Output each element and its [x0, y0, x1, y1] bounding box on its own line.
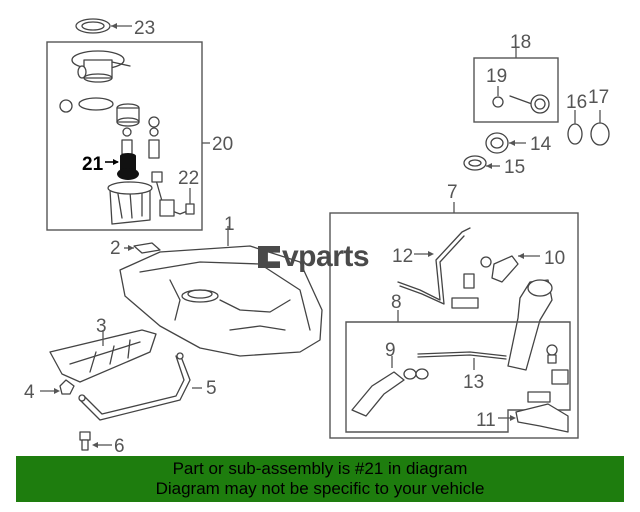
part-15-gasket	[463, 155, 487, 171]
info-banner: Part or sub-assembly is #21 in diagram D…	[16, 456, 624, 502]
callout-10: 10	[544, 248, 565, 269]
callout-3: 3	[96, 316, 107, 337]
callout-23: 23	[134, 18, 155, 39]
callout-9: 9	[385, 340, 396, 361]
part-4-cushion	[59, 379, 75, 395]
part-23-ring	[75, 18, 111, 34]
callout-19: 19	[486, 66, 507, 87]
inner-box-8	[345, 321, 571, 433]
callout-13: 13	[463, 372, 484, 393]
pump-basket	[107, 181, 153, 225]
callout-1: 1	[224, 214, 235, 235]
callout-14: 14	[530, 134, 552, 155]
callout-6: 6	[114, 436, 125, 457]
callout-17: 17	[588, 87, 609, 108]
callout-22: 22	[178, 168, 199, 189]
part-6-bolt	[79, 431, 91, 451]
banner-line-1: Part or sub-assembly is #21 in diagram	[172, 459, 468, 478]
callout-21: 21	[82, 154, 104, 175]
callout-4: 4	[24, 382, 35, 403]
part-9-hose	[351, 368, 429, 417]
watermark-logo: vparts	[258, 240, 370, 274]
pump-assembly-box	[46, 41, 203, 231]
callout-2: 2	[110, 238, 121, 259]
pump-filter	[116, 103, 140, 127]
filler-neck	[507, 279, 553, 371]
part-12-vent-pipe	[397, 227, 479, 309]
callout-7: 7	[447, 182, 458, 203]
callout-18: 18	[510, 32, 531, 53]
part-10-bracket	[480, 255, 519, 283]
part-22-sender	[151, 171, 195, 217]
part-5-band	[78, 352, 191, 421]
callout-15: 15	[504, 157, 525, 178]
part-14-retainer	[485, 132, 509, 154]
part-3-protector	[49, 329, 157, 383]
callout-11: 11	[476, 410, 496, 431]
part-2-sheet	[133, 242, 161, 254]
callout-16: 16	[566, 92, 587, 113]
logo-mark-icon	[258, 246, 280, 268]
part-11-cover	[515, 369, 569, 433]
callout-12: 12	[392, 246, 413, 267]
callout-20: 20	[212, 134, 233, 155]
part-21-fuel-pump	[117, 153, 139, 180]
part-19-cap	[492, 94, 550, 114]
pump-oring	[78, 97, 114, 111]
part-1-fuel-tank	[119, 245, 323, 357]
banner-line-2: Diagram may not be specific to your vehi…	[155, 479, 485, 498]
callout-5: 5	[206, 378, 217, 399]
callout-8: 8	[391, 292, 402, 313]
pump-flange	[71, 50, 131, 83]
pump-bolt	[59, 99, 73, 113]
part-17-ring	[590, 122, 610, 146]
part-16-ring	[567, 123, 583, 145]
part-13-rod	[417, 351, 507, 360]
